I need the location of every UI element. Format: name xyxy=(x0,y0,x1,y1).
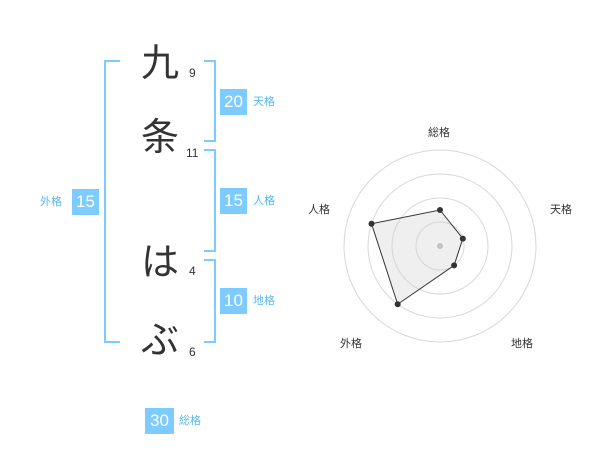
stroke-count-4: 6 xyxy=(189,345,196,359)
stroke-count-3: 4 xyxy=(189,264,196,278)
jinkaku-value: 15 xyxy=(220,188,247,214)
name-char-2: 条 xyxy=(140,115,179,159)
stroke-count-1: 9 xyxy=(189,66,196,80)
chikaku-label: 地格 xyxy=(253,294,275,307)
radar-point-soukaku xyxy=(437,207,443,213)
radar-label-gaikaku: 外格 xyxy=(340,337,362,350)
radar-ring-2 xyxy=(391,197,489,295)
gaikaku-value: 15 xyxy=(72,189,99,215)
radar-label-soukaku: 総格 xyxy=(428,126,450,139)
radar-point-chikaku xyxy=(451,262,458,269)
stroke-count-2: 11 xyxy=(186,146,199,160)
radar-point-jinkaku xyxy=(368,220,375,227)
radar-ring-4 xyxy=(343,149,537,343)
tenkaku-value: 20 xyxy=(220,89,247,115)
name-char-1: 九 xyxy=(140,41,179,85)
radar-points xyxy=(368,207,466,308)
radar-chart xyxy=(343,149,537,343)
radar-ring-3 xyxy=(367,173,513,319)
radar-label-chikaku: 地格 xyxy=(511,337,533,350)
radar-point-gaikaku xyxy=(394,301,401,308)
soukaku-value: 30 xyxy=(145,408,174,434)
radar-point-tenkaku xyxy=(459,235,466,242)
radar-score-polygon xyxy=(370,209,464,306)
name-char-4: ぶ xyxy=(140,318,179,362)
chikaku-value: 10 xyxy=(220,288,247,314)
radar-center-dot xyxy=(437,243,443,249)
tenkaku-label: 天格 xyxy=(253,95,275,108)
tenkaku-bracket xyxy=(204,60,216,142)
chikaku-bracket xyxy=(204,259,216,343)
soukaku-label: 総格 xyxy=(179,414,201,427)
radar-label-jinkaku: 人格 xyxy=(308,203,330,216)
jinkaku-label: 人格 xyxy=(253,194,275,207)
jinkaku-bracket xyxy=(204,149,216,252)
radar-grid xyxy=(343,149,537,343)
gaikaku-bracket xyxy=(104,60,120,343)
name-char-3: は xyxy=(140,240,179,284)
gaikaku-label: 外格 xyxy=(40,195,62,208)
radar-label-tenkaku: 天格 xyxy=(550,203,572,216)
radar-ring-1 xyxy=(415,221,465,271)
